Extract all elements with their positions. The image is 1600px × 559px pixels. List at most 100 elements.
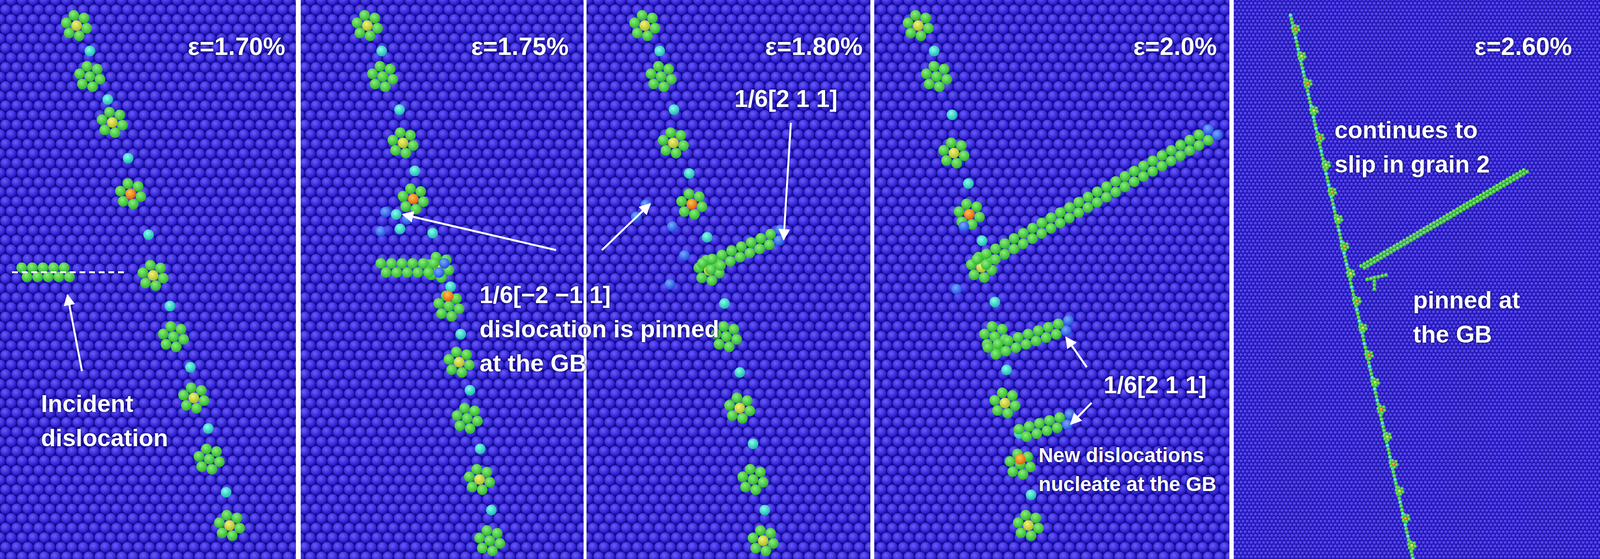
defect-atom	[1299, 62, 1304, 67]
defect-atom	[1001, 364, 1013, 375]
defect-atom	[1508, 175, 1513, 180]
defect-atom	[1010, 342, 1022, 354]
defect-atom	[631, 27, 643, 39]
defect-atom	[1394, 488, 1399, 493]
defect-atom	[1326, 183, 1331, 188]
defect-atom	[216, 527, 228, 539]
defect-atom	[1515, 175, 1520, 180]
defect-atom	[664, 279, 676, 290]
defect-atom	[923, 23, 934, 34]
defect-atom	[92, 63, 103, 75]
defect-atom	[731, 333, 743, 345]
defect-atom	[1370, 379, 1374, 384]
defect-atom	[747, 438, 759, 450]
defect-atom	[1054, 217, 1066, 229]
defect-atom	[718, 320, 730, 332]
defect-atom	[1326, 179, 1331, 184]
defect-atom	[1082, 202, 1094, 214]
callout-text: New dislocations nucleate at the GB	[1038, 440, 1232, 499]
defect-atom	[1425, 228, 1430, 233]
defect-atom	[369, 12, 381, 24]
defect-atom	[178, 389, 189, 401]
defect-atom	[990, 349, 1001, 360]
defect-atom	[1147, 165, 1159, 177]
defect-atom	[1373, 275, 1377, 280]
defect-atom	[400, 147, 412, 159]
defect-atom	[1372, 279, 1377, 284]
defect-atom	[1350, 289, 1355, 294]
defect-atom	[1193, 140, 1205, 151]
defect-atom	[1202, 124, 1214, 135]
defect-atom	[1475, 195, 1480, 200]
defect-atom	[87, 81, 98, 93]
defect-atom	[1400, 507, 1404, 512]
defect-atom	[390, 209, 402, 220]
callout-text: 1/6[−2 −1 1] dislocation is pinned at th…	[479, 278, 733, 381]
defect-atom	[668, 104, 680, 116]
defect-atom	[1415, 230, 1420, 235]
defect-atom	[1033, 522, 1044, 534]
defect-atom	[705, 264, 717, 275]
defect-atom	[1064, 201, 1075, 213]
defect-atom	[367, 68, 378, 80]
defect-atom	[1030, 335, 1042, 347]
defect-atom	[1361, 326, 1365, 330]
defect-atom	[1465, 205, 1470, 210]
defect-atom	[1363, 323, 1367, 328]
defect-atom	[1442, 218, 1447, 223]
defect-atom	[1481, 195, 1486, 200]
defect-atom	[1409, 238, 1414, 243]
defect-atom	[1293, 36, 1298, 40]
defect-atom	[1379, 256, 1384, 261]
defect-atom	[755, 466, 766, 478]
defect-atom	[642, 30, 654, 41]
defect-atom	[211, 446, 223, 457]
defect-atom	[1404, 526, 1409, 531]
defect-atom	[196, 385, 207, 396]
defect-atom	[405, 183, 416, 195]
defect-atom	[1406, 542, 1411, 547]
defect-atom	[938, 145, 949, 156]
defect-atom	[412, 267, 424, 279]
defect-atom	[1315, 109, 1320, 114]
defect-atom	[1380, 274, 1385, 279]
defect-atom	[415, 186, 427, 197]
defect-atom	[1362, 266, 1367, 270]
defect-atom	[1403, 516, 1408, 520]
defect-atom	[1428, 223, 1433, 227]
defect-atom	[188, 392, 200, 404]
defect-atom	[1184, 134, 1196, 146]
defect-atom	[407, 140, 419, 151]
defect-atom	[102, 93, 114, 105]
defect-atom	[1468, 199, 1473, 204]
defect-atom	[1369, 276, 1374, 281]
defect-atom	[464, 385, 476, 396]
defect-atom	[1042, 321, 1054, 333]
defect-atom	[1410, 553, 1414, 558]
defect-atom	[1356, 302, 1360, 306]
defect-atom	[706, 253, 718, 265]
defect-atom	[453, 357, 465, 368]
defect-atom	[758, 477, 769, 488]
defect-atom	[1294, 40, 1299, 44]
defect-atom	[1323, 160, 1328, 164]
defect-atom	[1332, 206, 1336, 211]
defect-atom	[1369, 351, 1374, 355]
defect-atom	[220, 486, 232, 498]
defect-atom	[1385, 443, 1390, 448]
defect-atom	[1366, 350, 1370, 354]
defect-atom	[1026, 233, 1038, 244]
defect-atom	[1501, 179, 1506, 184]
defect-atom	[910, 10, 921, 21]
defect-atom	[1502, 183, 1507, 188]
defect-atom	[675, 130, 687, 141]
defect-atom	[1321, 162, 1325, 166]
defect-atom	[902, 17, 914, 28]
callout-text: Incident dislocation	[40, 386, 186, 456]
leader-arrow	[601, 203, 651, 251]
defect-atom	[1435, 218, 1440, 223]
defect-atom	[941, 73, 953, 85]
defect-atom	[1002, 407, 1014, 419]
defect-atom	[1521, 172, 1526, 176]
defect-atom	[443, 354, 454, 365]
